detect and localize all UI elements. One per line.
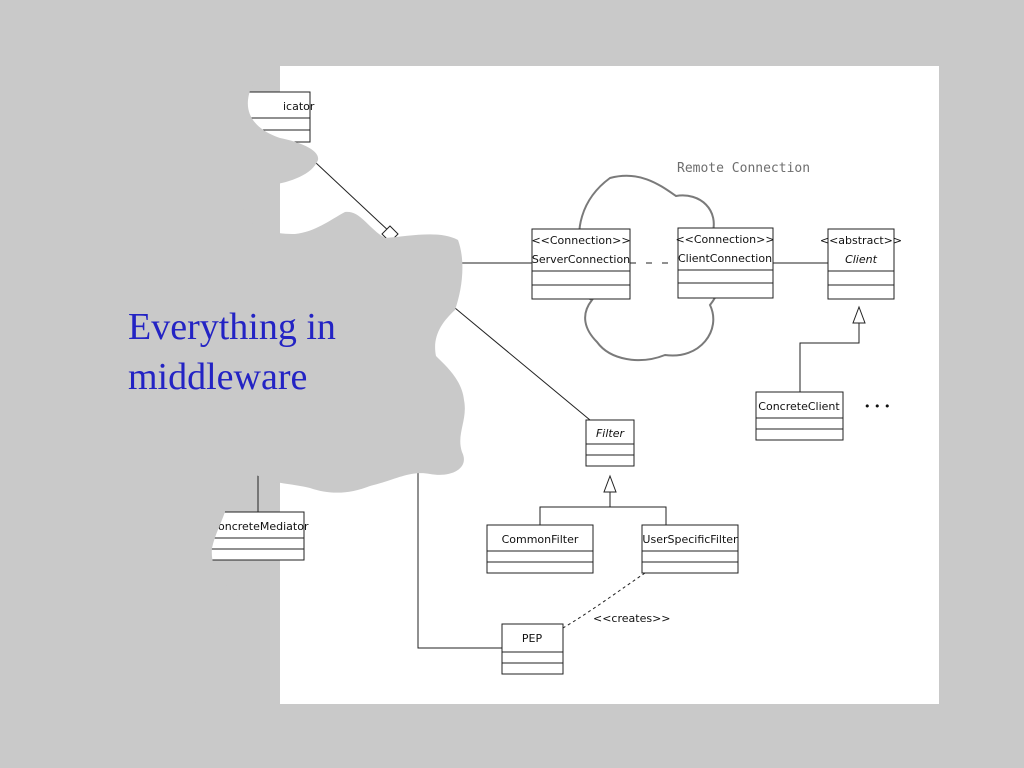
client-stereotype: <<abstract>> (820, 234, 902, 247)
filter-inheritance-branches (539, 506, 667, 525)
slide-title: Everything in middleware (128, 306, 336, 398)
mediator-link (314, 161, 393, 235)
class-server-connection: <<Connection>> ServerConnection (531, 228, 631, 300)
filter-name: Filter (596, 427, 626, 440)
cover-blob (0, 0, 465, 704)
class-client-connection: <<Connection>> ClientConnection (675, 227, 775, 299)
server-connection-stereotype: <<Connection>> (531, 234, 630, 247)
class-user-specific-filter: UserSpecificFilter (641, 524, 739, 574)
creates-dependency (562, 572, 646, 629)
client-inheritance-link (799, 323, 860, 392)
class-client: <<abstract>> Client (820, 228, 902, 300)
class-common-filter: CommonFilter (486, 524, 594, 574)
remote-connection-label: Remote Connection (677, 161, 810, 176)
client-name: Client (845, 253, 878, 266)
class-concrete-mediator: oncreteMediator (199, 511, 309, 561)
filter-link (454, 307, 591, 421)
mediator-name: icator (283, 100, 315, 113)
user-specific-filter-name: UserSpecificFilter (642, 533, 738, 546)
client-connection-name: ClientConnection (678, 252, 772, 265)
ellipsis-label: • • • (864, 400, 890, 413)
concrete-mediator-name: oncreteMediator (218, 520, 309, 533)
client-inheritance-arrow (852, 305, 866, 324)
class-filter: Filter (585, 419, 635, 467)
pep-name: PEP (522, 632, 543, 645)
creates-label: <<creates>> (593, 612, 671, 625)
common-filter-name: CommonFilter (502, 533, 579, 546)
client-connection-stereotype: <<Connection>> (675, 233, 774, 246)
concrete-client-name: ConcreteClient (758, 400, 840, 413)
class-pep: PEP (501, 623, 564, 675)
class-concrete-client: ConcreteClient (755, 391, 844, 441)
pep-link (417, 470, 502, 649)
filter-inheritance-arrow (603, 474, 617, 493)
server-connection-name: ServerConnection (532, 253, 630, 266)
bottom-band (0, 704, 1024, 768)
